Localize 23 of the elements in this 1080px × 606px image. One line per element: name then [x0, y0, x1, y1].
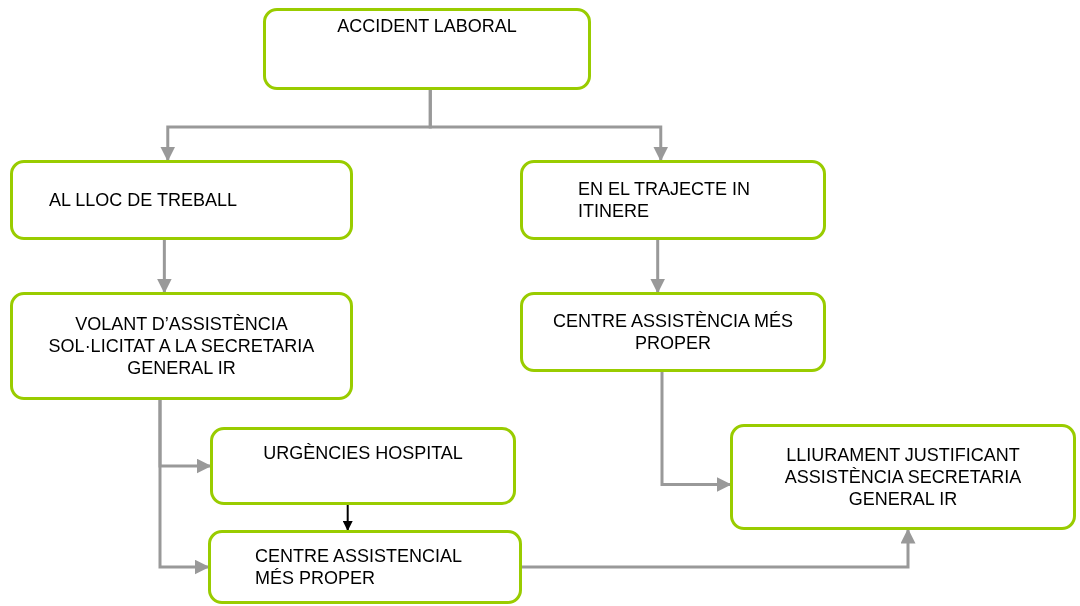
arrow: [158, 400, 210, 575]
box-label: CENTRE ASSISTENCIAL MÉS PROPER: [255, 545, 463, 589]
process-box: [730, 424, 1076, 530]
arrow: [522, 528, 916, 569]
box-label: EN EL TRAJECTE IN ITINERE: [578, 178, 752, 222]
arrow: [428, 90, 669, 162]
box-label: CENTRE ASSISTÈNCIA MÉS PROPER: [551, 310, 795, 354]
process-box: [10, 160, 353, 240]
arrow: [660, 372, 732, 492]
box-label: ACCIDENT LABORAL: [337, 15, 517, 37]
arrow: [342, 504, 353, 531]
process-box: [210, 427, 516, 505]
process-box: [10, 292, 353, 400]
arrow: [650, 240, 666, 294]
arrow: [156, 240, 172, 294]
process-box: [520, 160, 826, 240]
process-box: [520, 292, 826, 372]
box-label: VOLANT D’ASSISTÈNCIA SOL·LICITAT A LA SECRETARIA GENERAL IR: [47, 313, 316, 379]
box-label: URGÈNCIES HOSPITAL: [263, 442, 463, 464]
box-label: AL LLOC DE TREBALL: [49, 189, 238, 211]
box-label: LLIURAMENT JUSTIFICANT ASSISTÈNCIA SECRETARIA GENERAL IR: [783, 444, 1023, 510]
process-box: [208, 530, 522, 604]
process-box: [263, 8, 591, 90]
